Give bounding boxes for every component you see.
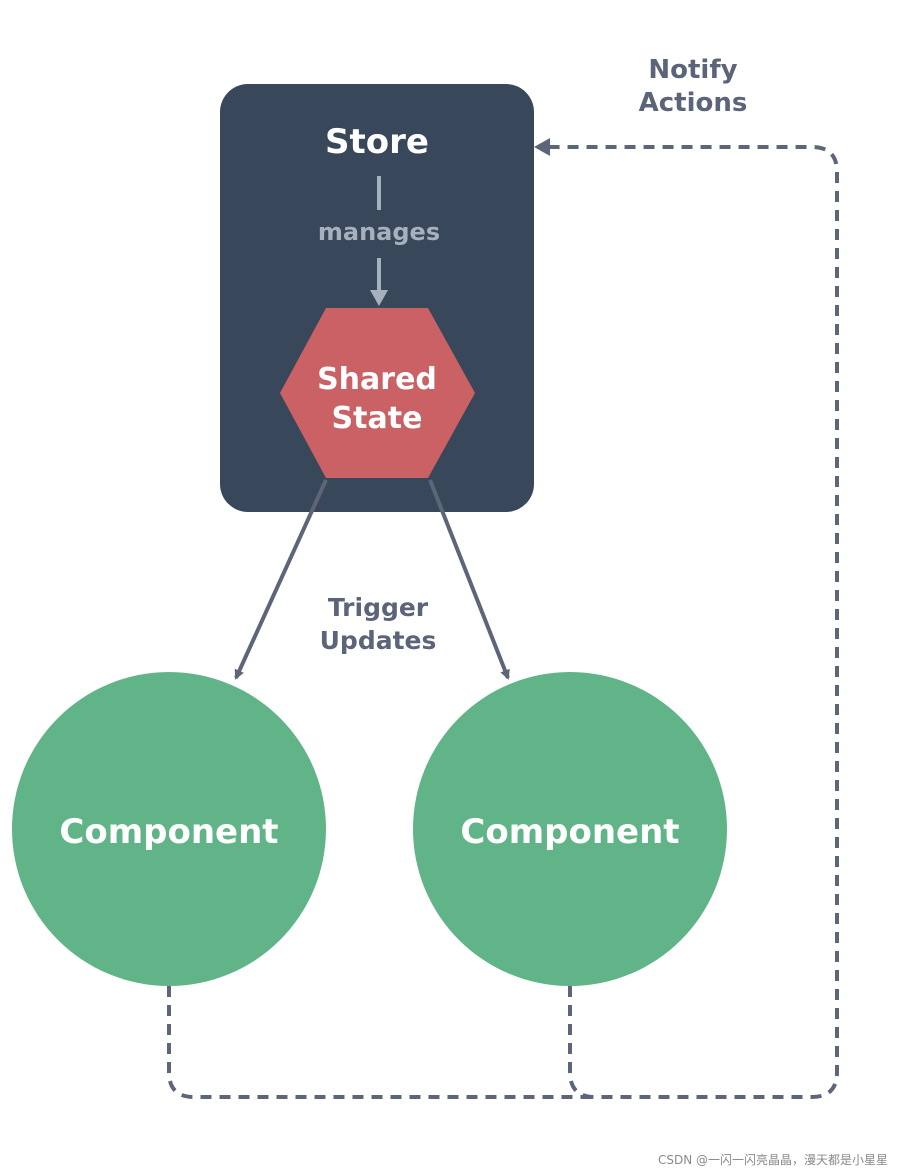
manages-arrow-head [370, 290, 388, 306]
trigger-label-line2: Updates [320, 626, 437, 655]
component-label-left: Component [59, 812, 278, 852]
manages-label: manages [318, 218, 440, 246]
csdn-watermark: CSDN @一闪一闪亮晶晶，漫天都是小星星 [657, 1153, 888, 1167]
notify-label-line1: Notify [648, 55, 737, 85]
trigger-arrow-right [428, 479, 510, 680]
notify-dashed-path-left [167, 986, 595, 1099]
component-circle-left [12, 672, 326, 986]
shared-state-label-line1: Shared [317, 362, 437, 397]
shared-state-label-line2: State [332, 401, 423, 436]
shared-state-hexagon [280, 308, 475, 478]
notify-label-line2: Actions [639, 88, 748, 118]
trigger-label-line1: Trigger [328, 593, 429, 622]
component-circle-right [413, 672, 727, 986]
component-label-right: Component [460, 812, 679, 852]
notify-dashed-path-right [548, 145, 839, 1099]
store-title: Store [325, 122, 429, 162]
notify-arrow-head [534, 138, 550, 156]
trigger-arrow-left [234, 479, 328, 680]
